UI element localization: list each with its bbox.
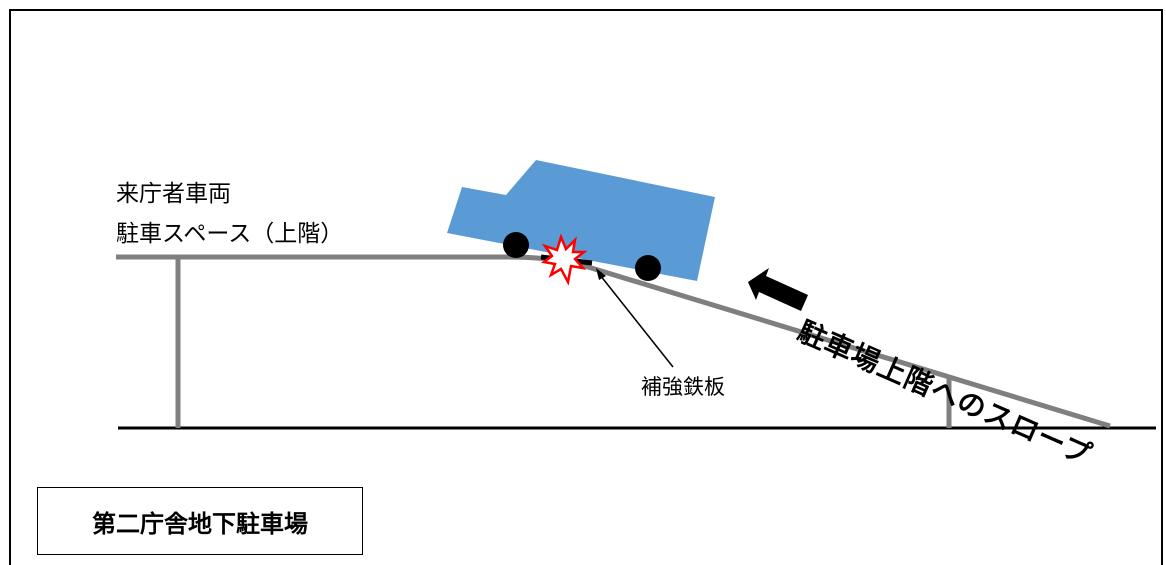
plate-pointer-arrowhead [596,268,606,280]
reinforcement-plate-label: 補強鉄板 [641,375,725,399]
impact-burst-icon [540,233,588,286]
upper-level-label-line1: 来庁者車両 [116,181,231,207]
car-wheel-rear [635,255,661,281]
outer-frame [9,9,1163,565]
car-body [447,160,715,281]
slope-ramp [574,260,1111,429]
title-label: 第二庁舎地下駐車場 [92,509,308,538]
plate-pointer-line [599,274,674,368]
upper-level-label-line2: 駐車スペース（上階） [116,221,344,247]
title-box: 第二庁舎地下駐車場 [37,487,363,555]
arrow-left-up-icon [748,268,808,311]
car-wheel-front [503,232,529,258]
